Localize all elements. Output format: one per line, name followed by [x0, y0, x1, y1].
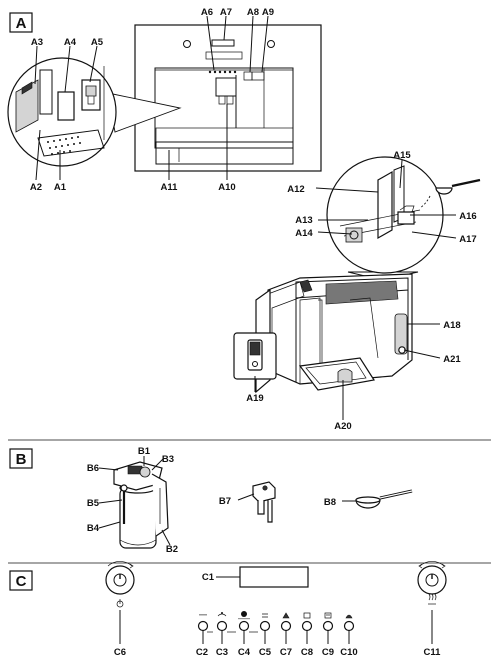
label-c8: C8 [301, 647, 313, 658]
label-c10: C10 [340, 647, 357, 658]
label-a6: A6 [201, 7, 213, 18]
label-a16: A16 [459, 211, 476, 222]
label-c3: C3 [216, 647, 228, 658]
label-a14: A14 [295, 228, 313, 239]
section-b-tag: B [16, 451, 27, 468]
label-c2: C2 [196, 647, 208, 658]
label-a10: A10 [218, 182, 235, 193]
detail-magnifier-right [326, 156, 481, 281]
label-a2: A2 [30, 182, 42, 193]
display-c1 [216, 566, 309, 588]
label-a3: A3 [31, 37, 43, 48]
button-c4[interactable] [238, 611, 258, 633]
section-a: A [7, 7, 481, 432]
label-a15: A15 [393, 150, 411, 161]
label-b5: B5 [87, 498, 100, 509]
label-a12: A12 [287, 184, 304, 195]
label-a20: A20 [334, 421, 351, 432]
label-a13: A13 [295, 215, 312, 226]
label-a18: A18 [443, 320, 460, 331]
label-a4: A4 [64, 37, 77, 48]
button-c2[interactable] [197, 614, 214, 633]
label-c9: C9 [322, 647, 334, 658]
label-b8: B8 [324, 497, 336, 508]
label-a8: A8 [247, 7, 259, 18]
button-c10[interactable] [343, 614, 355, 632]
section-c-tag: C [16, 573, 27, 590]
detail-magnifier-left [7, 57, 182, 167]
power-icon [116, 599, 124, 608]
label-a9: A9 [262, 7, 274, 18]
machine-body-open [255, 273, 413, 394]
label-b2: B2 [166, 544, 178, 555]
section-c: C C6 [9, 561, 447, 658]
lamp-icon [303, 612, 311, 619]
label-a1: A1 [54, 182, 67, 193]
label-c7: C7 [280, 647, 292, 658]
label-a11: A11 [161, 182, 179, 193]
knob-c11[interactable] [417, 561, 447, 644]
label-a5: A5 [91, 37, 104, 48]
lamp-icon [238, 611, 250, 620]
button-c5[interactable] [259, 613, 271, 632]
label-b1: B1 [138, 446, 151, 457]
machine-front-panel [134, 24, 322, 172]
button-c8[interactable] [301, 612, 313, 632]
knob-c6[interactable] [105, 561, 135, 644]
label-c1: C1 [202, 572, 215, 583]
steam-nozzle-part [237, 481, 276, 523]
switch-detail-box [233, 332, 277, 380]
label-b7: B7 [219, 496, 231, 507]
button-c9[interactable] [322, 612, 334, 632]
lamp-icon [324, 612, 332, 619]
label-b6: B6 [87, 463, 99, 474]
steam-icon [428, 593, 437, 605]
button-c3[interactable] [216, 612, 237, 633]
label-a21: A21 [443, 354, 461, 365]
label-b4: B4 [87, 523, 100, 534]
label-b3: B3 [162, 454, 174, 465]
measuring-scoop-part [342, 489, 413, 509]
label-a19: A19 [246, 393, 263, 404]
lamp-icon [262, 613, 268, 618]
section-a-tag: A [16, 15, 27, 32]
label-a17: A17 [459, 234, 476, 245]
milk-container-assembly [113, 461, 169, 549]
section-b: B B1 B3 B6 B5 B4 B2 [9, 446, 413, 555]
label-c4: C4 [238, 647, 251, 658]
lamp-icon [217, 612, 227, 617]
label-c5: C5 [259, 647, 272, 658]
lamp-icon [199, 614, 207, 616]
button-c7[interactable] [280, 612, 292, 632]
label-a7: A7 [220, 7, 232, 18]
lamp-icon [345, 614, 353, 619]
label-c11: C11 [424, 647, 442, 658]
label-c6: C6 [114, 647, 126, 658]
lamp-icon [282, 612, 290, 619]
